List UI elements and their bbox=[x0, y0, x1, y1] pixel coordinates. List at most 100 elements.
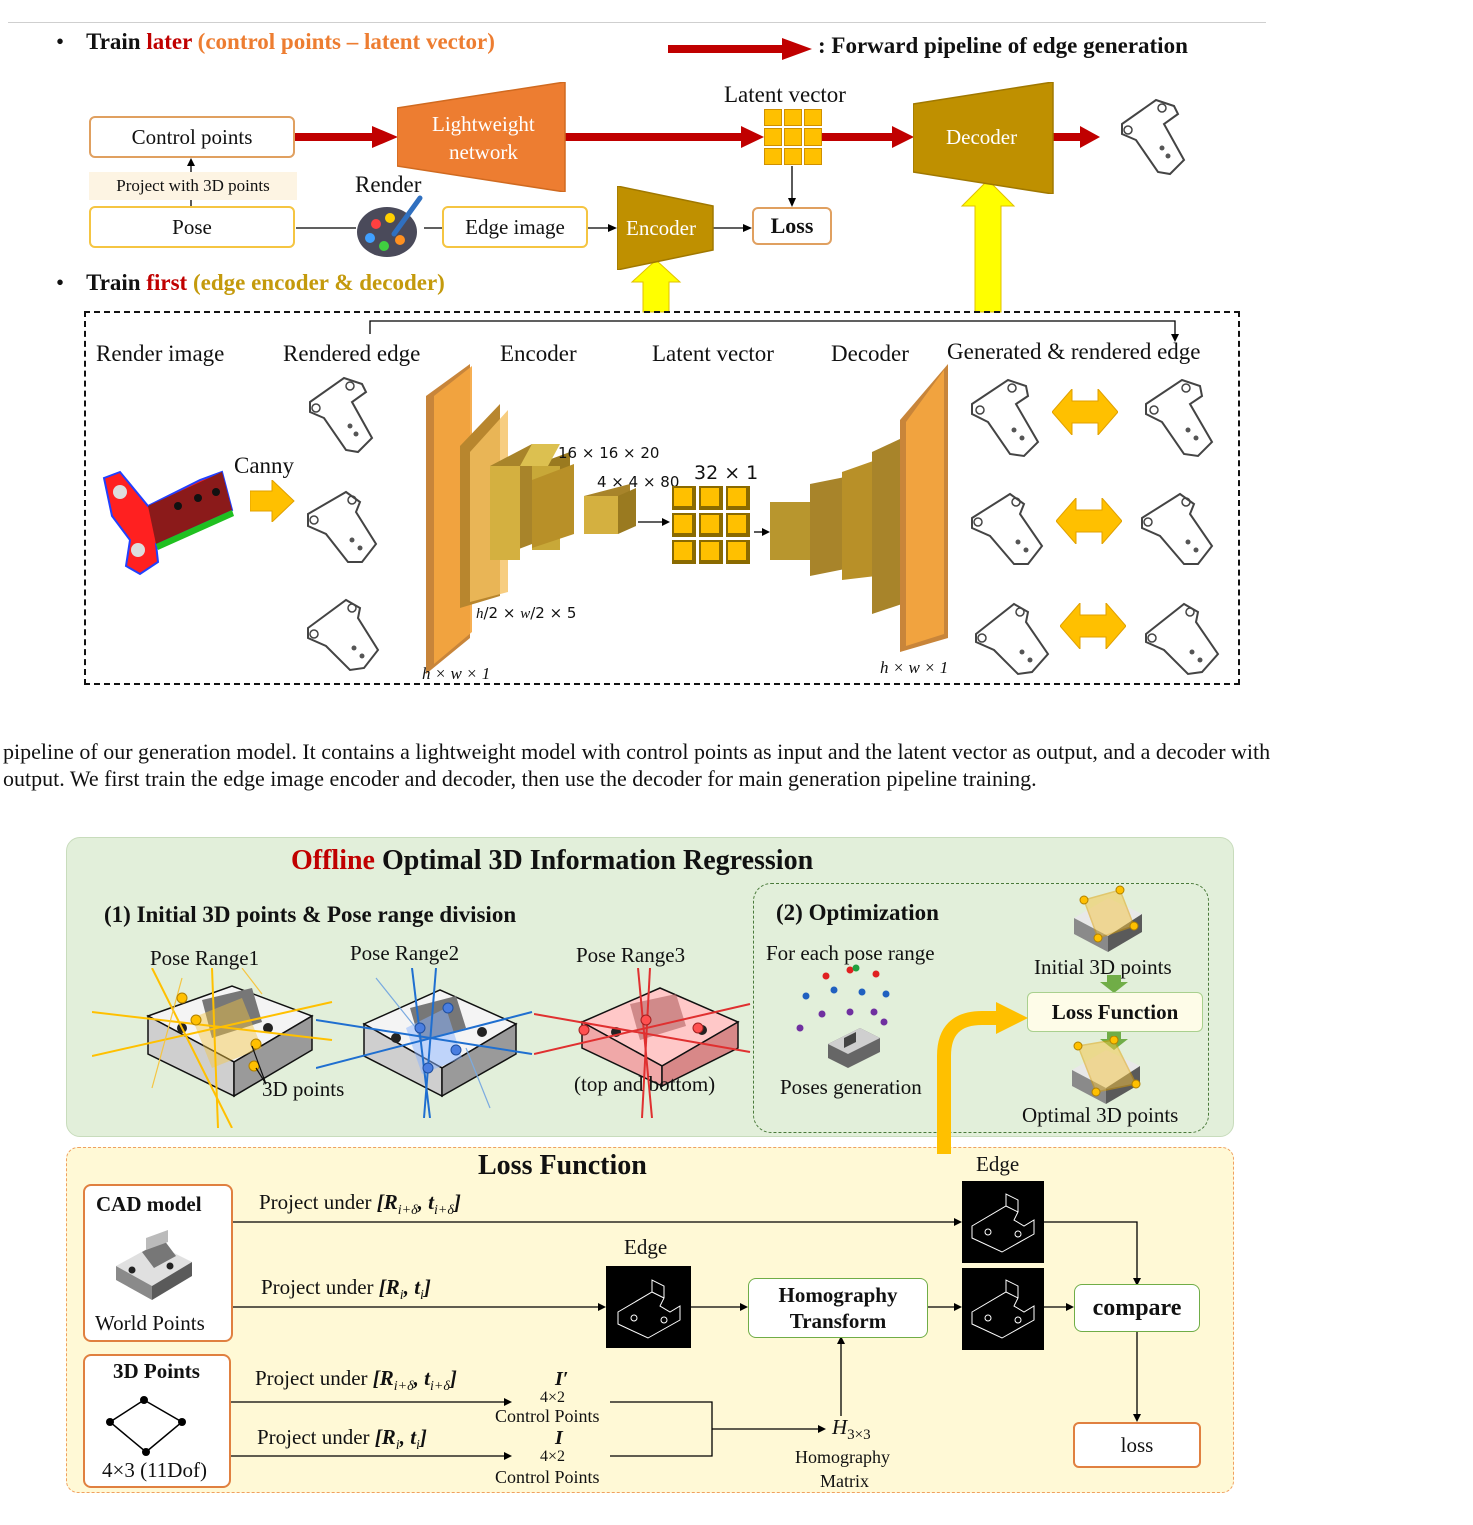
world-points-label: World Points bbox=[95, 1311, 205, 1335]
edge-image-mid bbox=[606, 1266, 691, 1348]
latent-cube bbox=[699, 540, 723, 564]
dof-label: 4×3 (11Dof) bbox=[102, 1458, 207, 1482]
latent-cell bbox=[804, 109, 822, 127]
latent-cube bbox=[672, 540, 696, 564]
bullet-train-first: •Train first (edge encoder & decoder) bbox=[56, 270, 445, 296]
points-3d-title: 3D Points bbox=[113, 1359, 200, 1383]
poses-scatter bbox=[796, 964, 890, 1068]
latent-cell bbox=[764, 109, 782, 127]
latent-cell bbox=[784, 147, 802, 165]
dim-16-label: 16 × 16 × 20 bbox=[558, 444, 660, 462]
rendered-edge-icon bbox=[309, 376, 374, 454]
latent-cell bbox=[764, 147, 782, 165]
frac-sep2: /2 bbox=[530, 604, 550, 622]
bullet-dot: • bbox=[56, 29, 65, 54]
edge-part-outline-icon bbox=[617, 1279, 681, 1339]
top-connectors bbox=[187, 126, 1100, 313]
project-prefix: Project under bbox=[257, 1425, 375, 1449]
lower-decoder-label: Decoder bbox=[831, 341, 909, 366]
lower-latent-label: Latent vector bbox=[652, 341, 774, 366]
lightweight-label-1: Lightweight bbox=[432, 112, 535, 136]
latent-cube bbox=[699, 513, 723, 537]
h-matrix-symbol: H3×3 bbox=[832, 1415, 871, 1444]
rendered-edge-icon bbox=[307, 490, 378, 563]
project-prefix: Project under bbox=[259, 1190, 377, 1214]
canny-arrow bbox=[250, 480, 295, 522]
rendered-target-icon bbox=[1141, 492, 1214, 565]
loss-output-box: loss bbox=[1073, 1422, 1201, 1468]
dim-4x2-b: 4×2 bbox=[540, 1448, 566, 1465]
for-each-label: For each pose range bbox=[766, 941, 935, 965]
project-rt-delta: [Ri+δ, ti+δ] bbox=[372, 1366, 457, 1395]
latent-vector-grid bbox=[764, 109, 822, 165]
edge-image-box: Edge image bbox=[442, 206, 588, 248]
rendered-target-icon bbox=[1145, 378, 1214, 458]
decoder-label: Decoder bbox=[946, 125, 1018, 149]
edge-top-label: Edge bbox=[976, 1152, 1020, 1176]
rendered-edge-label: Rendered edge bbox=[283, 341, 421, 366]
latent-cell bbox=[804, 128, 822, 146]
render-label: Render bbox=[355, 172, 422, 197]
pose-range2-figure bbox=[316, 968, 533, 1118]
latent-cube bbox=[726, 486, 750, 510]
dim-h2-rest: × 5 bbox=[549, 604, 577, 622]
rendered-edge-icon bbox=[307, 598, 380, 672]
palette-icon bbox=[357, 195, 423, 257]
decoder-blocks bbox=[754, 364, 948, 652]
project-prefix: Project under bbox=[261, 1275, 379, 1299]
edge-image-warped bbox=[962, 1268, 1044, 1350]
encoder-label: Encoder bbox=[626, 216, 696, 240]
decoder-shape bbox=[913, 82, 1054, 194]
generated-edge-icon bbox=[971, 492, 1044, 565]
points-3d-diagram bbox=[106, 1396, 186, 1456]
output-part-icon bbox=[1121, 98, 1186, 176]
i-prime-symbol: I′ bbox=[555, 1368, 569, 1390]
bullet-dot: • bbox=[56, 270, 65, 295]
dim-in-label: h × w × 1 bbox=[422, 664, 491, 683]
edge-part-outline-icon bbox=[971, 1279, 1035, 1339]
project-rt-i: [Ri, ti] bbox=[378, 1275, 431, 1304]
frac-h: h bbox=[476, 606, 484, 622]
optimal-3d-part bbox=[1072, 1036, 1141, 1104]
loss-function-box: Loss Function bbox=[1027, 992, 1203, 1032]
edge-part-outline-icon bbox=[971, 1193, 1035, 1253]
offline-title-rest: Optimal 3D Information Regression bbox=[375, 845, 814, 876]
project-label-i-top: Project under [Ri, ti] bbox=[261, 1275, 431, 1304]
encoder-shape bbox=[617, 186, 714, 270]
bullet-later-rest: (control points – latent vector) bbox=[191, 29, 495, 54]
dim-4x2-a: 4×2 bbox=[540, 1389, 566, 1406]
homography-matrix-label-1: Homography bbox=[795, 1447, 890, 1467]
latent-cube bbox=[672, 513, 696, 537]
homography-matrix-label-2: Matrix bbox=[820, 1471, 869, 1491]
dim-32-label: 32 × 1 bbox=[694, 462, 759, 484]
compare-box: compare bbox=[1074, 1284, 1200, 1332]
pose-range1-figure bbox=[92, 968, 333, 1128]
control-points-box: Control points bbox=[89, 116, 295, 158]
green-down-arrow-icon bbox=[1100, 975, 1128, 993]
edge-mid-label: Edge bbox=[624, 1235, 668, 1259]
bullet-later-highlight: later bbox=[146, 29, 192, 54]
bullet-first-prefix: Train bbox=[86, 270, 147, 295]
loss-connectors bbox=[231, 1218, 1141, 1460]
latent-cube bbox=[699, 486, 723, 510]
cad-model-title: CAD model bbox=[96, 1192, 202, 1216]
latent-cube bbox=[726, 513, 750, 537]
rendered-target-icon bbox=[1145, 602, 1220, 676]
latent-cell bbox=[804, 147, 822, 165]
project-label-delta-top: Project under [Ri+δ, ti+δ] bbox=[259, 1190, 461, 1219]
canny-label: Canny bbox=[234, 453, 295, 478]
points-3d-label: 3D points bbox=[262, 1077, 345, 1101]
legend-arrow-icon bbox=[668, 38, 812, 60]
frac-w: w bbox=[520, 606, 531, 622]
initial-3d-label: Initial 3D points bbox=[1034, 955, 1172, 979]
bullet-train-later: •Train later (control points – latent ve… bbox=[56, 29, 495, 55]
poses-generation-label: Poses generation bbox=[780, 1075, 922, 1099]
control-points-label-1: Control Points bbox=[495, 1406, 600, 1426]
i-symbol: I bbox=[555, 1427, 563, 1449]
encoder-blocks bbox=[426, 364, 670, 674]
render-image-label: Render image bbox=[96, 341, 225, 366]
optimal-3d-label: Optimal 3D points bbox=[1022, 1103, 1179, 1127]
latent-cell bbox=[764, 128, 782, 146]
offline-title: Offline Optimal 3D Information Regressio… bbox=[291, 845, 813, 877]
loss-function-title: Loss Function bbox=[478, 1150, 647, 1181]
